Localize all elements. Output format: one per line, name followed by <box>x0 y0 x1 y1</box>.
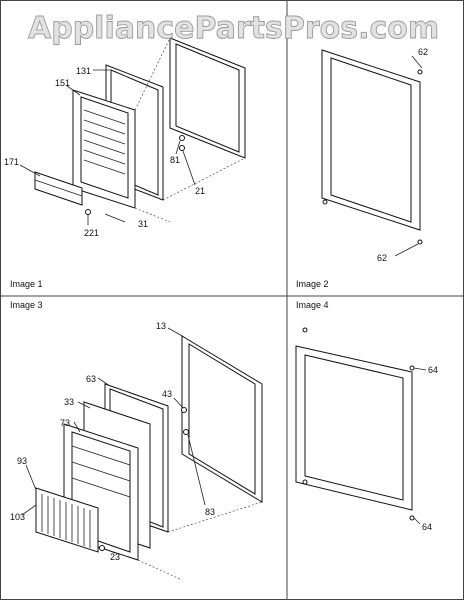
caption-image-3: Image 3 <box>10 300 43 310</box>
screw-bottom <box>417 239 423 245</box>
label-43: 43 <box>162 389 172 399</box>
label-103: 103 <box>10 512 25 522</box>
label-83: 83 <box>205 507 215 517</box>
part-81 <box>179 135 185 141</box>
screw-top <box>417 69 423 75</box>
label-31: 31 <box>138 219 148 229</box>
screw-3 <box>409 365 415 371</box>
label-33: 33 <box>64 397 74 407</box>
screw-1 <box>302 327 308 333</box>
watermark: AppliancePartsPros.com <box>28 11 439 46</box>
label-73: 73 <box>60 418 70 428</box>
label-23: 23 <box>110 552 120 562</box>
grille-103 <box>35 487 99 553</box>
screw-2 <box>302 479 308 485</box>
door-shelves <box>83 109 126 175</box>
label-62-top: 62 <box>418 47 428 57</box>
label-221: 221 <box>84 228 99 238</box>
label-151: 151 <box>55 78 70 88</box>
caption-image-2: Image 2 <box>296 279 329 289</box>
image-4-drawing <box>295 327 427 525</box>
label-21: 21 <box>195 186 205 196</box>
rear-liner-13-inner <box>188 343 256 495</box>
label-62-bottom: 62 <box>377 253 387 263</box>
label-131: 131 <box>76 66 91 76</box>
caption-image-1: Image 1 <box>10 279 43 289</box>
bin-171 <box>34 171 83 206</box>
label-64-bottom: 64 <box>422 522 432 532</box>
label-81: 81 <box>170 155 180 165</box>
rear-panel-inner <box>175 43 240 153</box>
label-13: 13 <box>156 321 166 331</box>
part-221 <box>85 209 91 215</box>
label-93: 93 <box>17 456 27 466</box>
image-3-drawing <box>21 327 263 581</box>
label-64-top: 64 <box>428 365 438 375</box>
door-frame-inner <box>304 354 404 501</box>
frame-inner <box>330 57 412 223</box>
image-2-drawing <box>321 49 423 257</box>
image-1-drawing <box>19 37 246 225</box>
part-21 <box>179 145 185 151</box>
part-83 <box>183 429 189 435</box>
label-171: 171 <box>4 157 19 167</box>
part-23 <box>99 545 105 551</box>
label-63: 63 <box>86 374 96 384</box>
grille-slots <box>41 494 91 548</box>
caption-image-4: Image 4 <box>296 300 329 310</box>
screw-4 <box>409 515 415 521</box>
door-panel-151-inner <box>80 96 129 199</box>
part-43 <box>181 407 187 413</box>
screw-left <box>322 199 328 205</box>
